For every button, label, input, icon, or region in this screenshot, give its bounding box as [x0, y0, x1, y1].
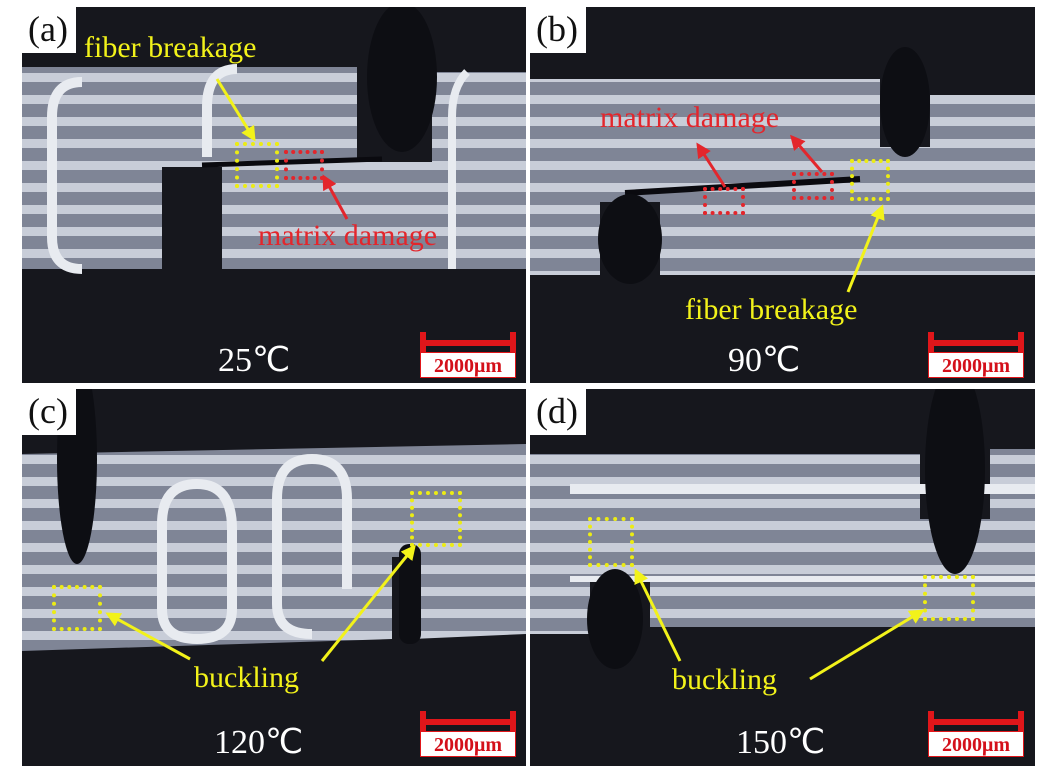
- panel-label-b: (b): [530, 7, 586, 53]
- temperature-label-c: 120℃: [214, 724, 304, 761]
- scale-bar-label-b: 2000μm: [928, 352, 1024, 378]
- buckling-box-d-1: [588, 517, 634, 567]
- specimen-image-a: [22, 7, 526, 274]
- panel-c: (c) buckling 120℃ 2000μm: [22, 389, 526, 766]
- scale-bar-b: 2000μm: [928, 332, 1024, 380]
- scale-bar-d: 2000μm: [928, 711, 1024, 759]
- matrix-damage-box-b-2: [792, 172, 834, 200]
- panel-d: (d) buckling 150℃ 2000μm: [530, 389, 1035, 766]
- panel-label-a: (a): [22, 7, 76, 53]
- buckling-label-d: buckling: [672, 663, 777, 696]
- temperature-label-d: 150℃: [736, 724, 826, 761]
- specimen-image-b: [530, 47, 1035, 284]
- panel-label-c: (c): [22, 389, 76, 435]
- matrix-damage-label-b: matrix damage: [600, 101, 780, 134]
- buckling-box-c-2: [410, 491, 462, 547]
- panel-a: (a) fiber breakage matrix damage 25℃ 200…: [22, 7, 526, 383]
- scale-bar-c: 2000μm: [420, 711, 516, 759]
- temperature-label-a: 25℃: [218, 342, 291, 379]
- buckling-box-d-2: [923, 575, 975, 621]
- scale-bar-label-c: 2000μm: [420, 731, 516, 757]
- panel-b: (b) matrix damage fiber breakage 90℃ 200…: [530, 7, 1035, 383]
- temperature-label-b: 90℃: [728, 342, 801, 379]
- buckling-box-c-1: [52, 585, 102, 631]
- panel-label-d: (d): [530, 389, 586, 435]
- matrix-damage-box-a: [284, 150, 324, 180]
- matrix-damage-label-a: matrix damage: [258, 219, 438, 252]
- fiber-breakage-label-b: fiber breakage: [685, 293, 858, 326]
- buckling-label-c: buckling: [194, 661, 299, 694]
- fiber-breakage-box-a: [235, 142, 279, 188]
- specimen-image-c: [22, 389, 526, 651]
- matrix-damage-box-b-1: [703, 187, 745, 215]
- scale-bar-label-a: 2000μm: [420, 352, 516, 378]
- fiber-breakage-label-a: fiber breakage: [84, 31, 257, 64]
- scale-bar-a: 2000μm: [420, 332, 516, 380]
- fiber-breakage-box-b: [850, 159, 890, 201]
- scale-bar-label-d: 2000μm: [928, 731, 1024, 757]
